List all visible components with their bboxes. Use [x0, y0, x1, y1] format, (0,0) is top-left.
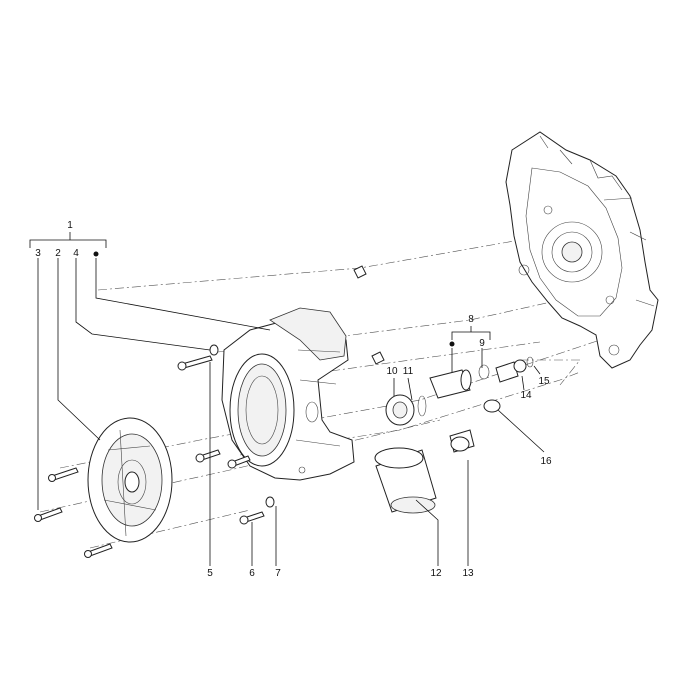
callout-1: 1 — [67, 220, 73, 231]
callout-9: 9 — [479, 338, 485, 349]
bullet-marker-8 — [449, 341, 455, 347]
callout-3: 3 — [35, 248, 41, 259]
crankcase — [505, 131, 659, 369]
callout-2: 2 — [55, 248, 61, 259]
callout-15: 15 — [538, 376, 550, 387]
callout-4: 4 — [73, 248, 79, 259]
callout-12: 12 — [430, 568, 442, 579]
callout-13: 13 — [462, 568, 474, 579]
callout-5: 5 — [207, 568, 213, 579]
callout-16: 16 — [540, 456, 552, 467]
flywheel-cover — [87, 417, 173, 543]
cover-assembly — [221, 307, 355, 481]
callout-6: 6 — [249, 568, 255, 579]
callout-14: 14 — [520, 390, 532, 401]
callout-8: 8 — [468, 314, 474, 325]
bullet-marker-1 — [93, 251, 99, 257]
leader-lines — [29, 232, 545, 566]
callout-11: 11 — [403, 366, 414, 377]
fasteners — [34, 265, 385, 558]
callout-10: 10 — [386, 366, 398, 377]
filter-parts — [374, 356, 534, 514]
callout-7: 7 — [275, 568, 281, 579]
